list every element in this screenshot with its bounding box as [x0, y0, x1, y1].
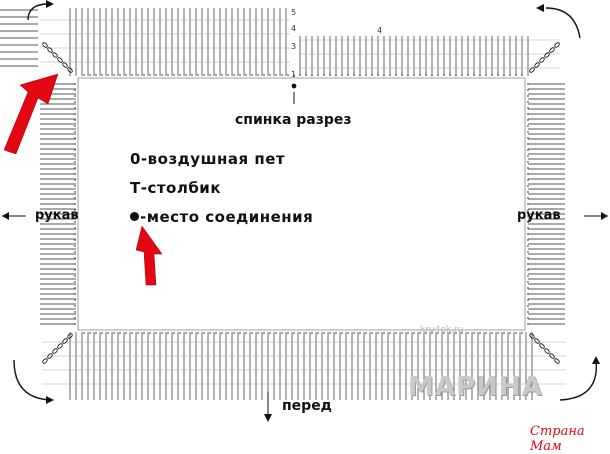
site-name-watermark: Страна Мам [530, 424, 585, 454]
direction-arrows [2, 0, 608, 422]
join-dot-icon [130, 212, 139, 221]
label-back: спинка разрез [235, 112, 352, 128]
legend-stitch: Т-столбик [130, 179, 221, 197]
label-sleeve-left: рукав [35, 208, 79, 223]
site-url-watermark: kru4ok.ru [420, 325, 464, 335]
row-number-3: 3 [291, 42, 297, 51]
legend-join: -место соединения [130, 208, 313, 226]
legend-chain: 0-воздушная пет [130, 150, 286, 168]
row-number-4: 4 [291, 24, 297, 33]
row-number-1: 1 [291, 70, 297, 79]
label-front: перед [282, 398, 332, 414]
stitch-grid [0, 8, 566, 400]
legend-join-text: -место соединения [140, 208, 314, 226]
row-number-4-right: 4 [377, 26, 383, 35]
author-watermark: МАРИНА [408, 372, 543, 402]
row-number-5: 5 [291, 8, 297, 17]
label-sleeve-right: рукав [517, 208, 561, 223]
